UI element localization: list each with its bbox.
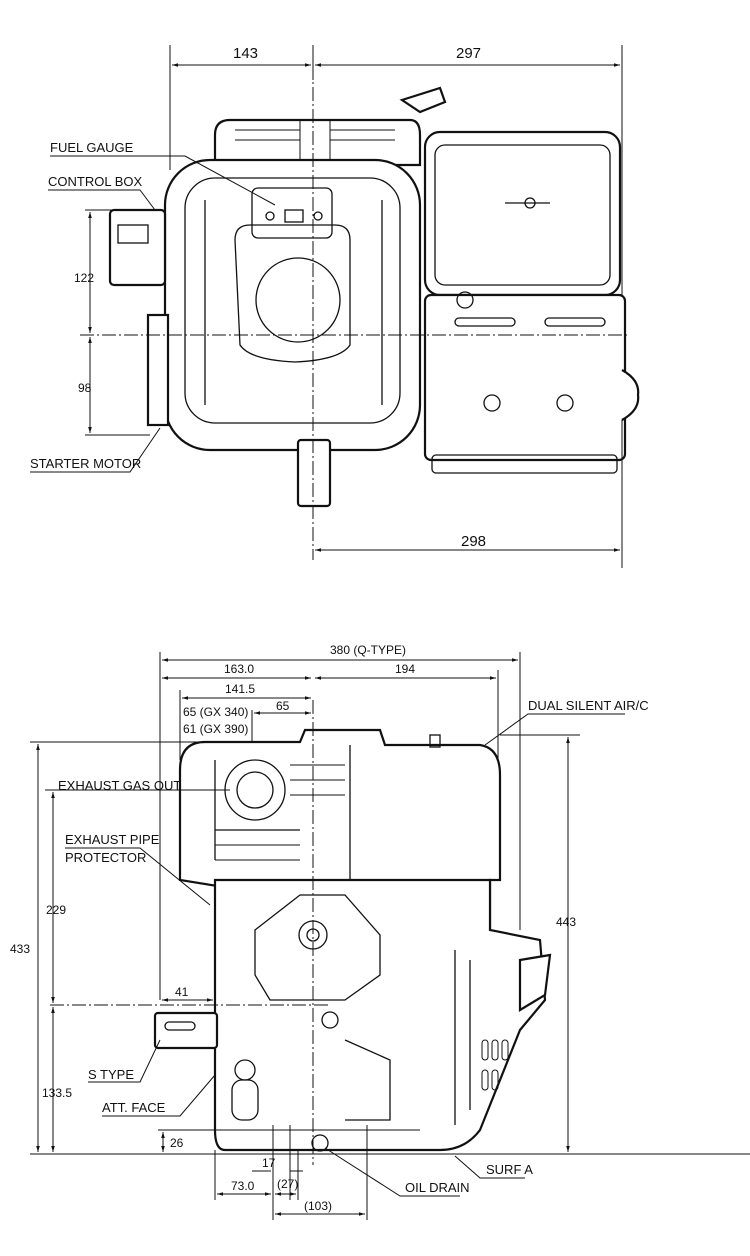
engine-crankcase <box>213 878 547 1152</box>
label-exhaust-pipe-protector: PROTECTOR <box>65 850 146 865</box>
label-dual-silent: DUAL SILENT AIR/C <box>528 698 649 713</box>
dim-297: 297 <box>456 45 481 62</box>
air-cleaner <box>423 130 622 297</box>
label-oil-drain: OIL DRAIN <box>405 1180 470 1195</box>
dim-163: 163.0 <box>224 662 254 676</box>
dim-380: 380 (Q-TYPE) <box>330 643 406 657</box>
dim-141-5: 141.5 <box>225 682 255 696</box>
top-view: 143 297 122 98 FUEL GAUGE CONTROL BOX ST… <box>30 45 640 568</box>
dim-gx390: 61 (GX 390) <box>183 722 248 736</box>
dim-143: 143 <box>233 45 258 62</box>
dim-433: 433 <box>10 942 30 956</box>
oil-drain-plug <box>311 1134 329 1152</box>
dim-17: 17 <box>262 1156 276 1170</box>
label-surf-a: SURF A <box>486 1162 533 1177</box>
side-view: 380 (Q-TYPE) 163.0 194 141.5 65 65 (GX 3… <box>10 643 750 1220</box>
dim-41: 41 <box>175 985 189 999</box>
dim-65: 65 <box>276 699 290 713</box>
dim-194: 194 <box>395 662 415 676</box>
label-control-box: CONTROL BOX <box>48 174 142 189</box>
dim-27: (27) <box>277 1177 298 1191</box>
label-starter-motor: STARTER MOTOR <box>30 456 141 471</box>
dim-229: 229 <box>46 903 66 917</box>
dim-103: (103) <box>304 1199 332 1213</box>
dim-98: 98 <box>78 381 92 395</box>
output-shaft <box>296 438 332 508</box>
label-exhaust-pipe: EXHAUST PIPE <box>65 832 160 847</box>
dim-gx340: 65 (GX 340) <box>183 705 248 719</box>
fuel-gauge <box>251 187 333 239</box>
dim-443: 443 <box>556 915 576 929</box>
label-exhaust-gas-out: EXHAUST GAS OUT <box>58 778 181 793</box>
label-fuel-gauge: FUEL GAUGE <box>50 140 134 155</box>
label-s-type: S TYPE <box>88 1067 134 1082</box>
dim-73: 73.0 <box>231 1179 255 1193</box>
dim-26: 26 <box>170 1136 184 1150</box>
engine-body-top <box>163 158 422 452</box>
label-att-face: ATT. FACE <box>102 1100 166 1115</box>
control-box <box>108 208 167 287</box>
dim-122: 122 <box>74 271 94 285</box>
dim-298: 298 <box>461 533 486 550</box>
dim-133-5: 133.5 <box>42 1086 72 1100</box>
